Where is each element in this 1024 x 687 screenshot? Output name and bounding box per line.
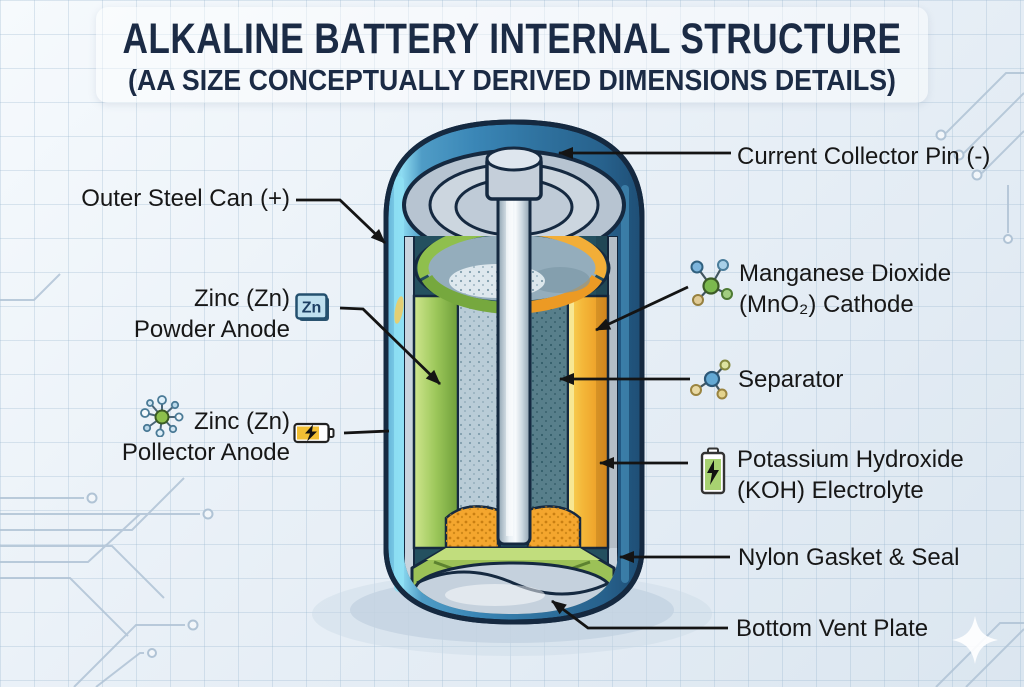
label-mno2-cathode: Manganese Dioxide (MnO₂) Cathode <box>739 258 951 320</box>
label-line: (KOH) Electrolyte <box>737 477 924 504</box>
zinc-molecule-icon <box>140 393 184 442</box>
cathode-molecule-icon <box>688 256 734 313</box>
zn-badge-text: Zn <box>302 300 322 317</box>
label-zinc-powder-anode: Zinc (Zn) Powder Anode <box>60 283 290 345</box>
label-line: Zinc (Zn) <box>194 408 290 435</box>
label-line: Zinc (Zn) <box>194 285 290 312</box>
battery-bolt-horizontal-icon <box>293 420 335 451</box>
label-line: Potassium Hydroxide <box>737 446 964 473</box>
page-subtitle: (AA SIZE CONCEPTUALLY DERIVED DIMENSIONS… <box>128 65 896 97</box>
label-line: Pollector Anode <box>121 439 290 466</box>
page-title: ALKALINE BATTERY INTERNAL STRUCTURE <box>122 15 902 63</box>
label-zinc-collector-anode: Zinc (Zn) Pollector Anode <box>80 406 290 468</box>
label-koh-electrolyte: Potassium Hydroxide (KOH) Electrolyte <box>737 444 964 506</box>
label-separator: Separator <box>738 366 844 393</box>
label-nylon-gasket-seal: Nylon Gasket & Seal <box>738 544 960 571</box>
battery-bolt-vertical-icon <box>700 447 726 500</box>
title-card <box>96 7 928 103</box>
zn-symbol-badge: Zn <box>295 293 331 328</box>
label-line: (MnO₂) Cathode <box>739 291 914 318</box>
sparkle-icon <box>952 616 998 664</box>
label-bottom-vent-plate: Bottom Vent Plate <box>736 615 929 642</box>
label-current-collector-pin: Current Collector Pin (-) <box>737 143 991 170</box>
title-block: ALKALINE BATTERY INTERNAL STRUCTURE (AA … <box>0 15 1024 98</box>
separator-molecule-icon <box>688 357 732 408</box>
label-line: Powder Anode <box>133 316 290 343</box>
label-line: Manganese Dioxide <box>739 260 952 287</box>
label-outer-steel-can: Outer Steel Can (+) <box>81 185 290 212</box>
